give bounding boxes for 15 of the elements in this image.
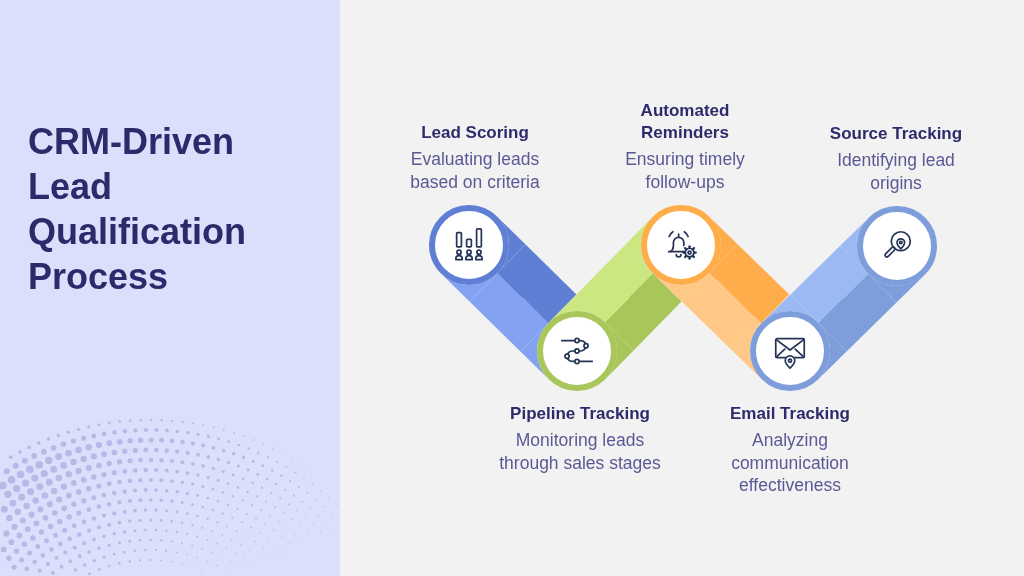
ribbon-connector bbox=[469, 244, 577, 352]
step-description: Identifying lead origins bbox=[836, 149, 956, 194]
step-title: Automated Reminders bbox=[639, 100, 731, 144]
page-title: CRM-Driven Lead Qualification Process bbox=[28, 120, 248, 299]
ribbon-connector bbox=[681, 244, 790, 352]
step-title: Email Tracking bbox=[730, 403, 850, 425]
step-description: Monitoring leads through sales stages bbox=[498, 429, 662, 474]
step-title: Pipeline Tracking bbox=[510, 403, 650, 425]
step-title: Source Tracking bbox=[829, 123, 963, 145]
ribbon-connector bbox=[576, 245, 682, 351]
ribbon-connector bbox=[790, 245, 897, 352]
step-description: Analyzing communication effectiveness bbox=[730, 429, 850, 497]
step-description: Ensuring timely follow-ups bbox=[624, 148, 746, 193]
step-title: Lead Scoring bbox=[421, 122, 529, 144]
step-description: Evaluating leads based on criteria bbox=[409, 148, 541, 193]
